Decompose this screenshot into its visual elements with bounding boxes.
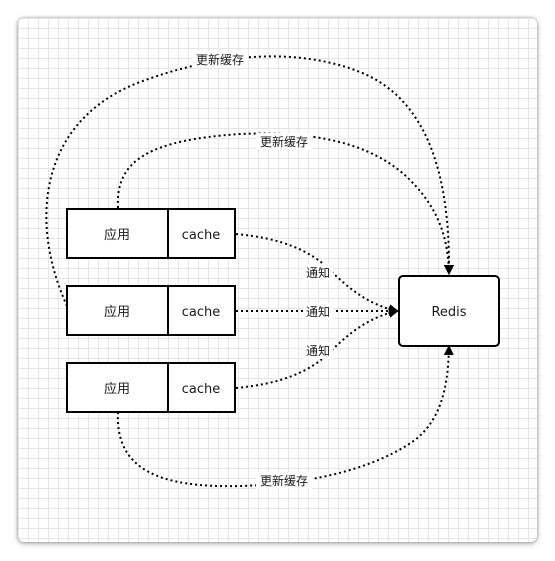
edge-label-notify-1: 通知: [306, 266, 330, 280]
cache-box-1: [167, 208, 236, 259]
edge-label-notify-3: 通知: [306, 344, 330, 358]
edge-update-outer: [45, 55, 455, 307]
edge-label-update-outer: 更新缓存: [196, 52, 244, 67]
app-box-2: [66, 285, 169, 336]
app-label-2: 应用: [104, 304, 130, 320]
edge-update-top: [116, 132, 454, 275]
app-box-3: [66, 362, 169, 413]
app-label-3: 应用: [104, 381, 130, 397]
edge-notify-1: [235, 233, 399, 315]
edge-label-notify-2: 通知: [306, 305, 330, 319]
redis-label: Redis: [431, 305, 466, 320]
app-node-3: 应用 cache: [66, 362, 236, 413]
cache-label-3: cache: [182, 382, 221, 397]
cache-label-2: cache: [182, 305, 221, 320]
app-box-1: [66, 208, 169, 259]
cache-box-2: [167, 285, 236, 336]
cache-box-3: [167, 362, 236, 413]
app-node-1: 应用 cache: [66, 208, 236, 259]
edge-notify-3: [235, 307, 399, 389]
app-label-1: 应用: [104, 227, 130, 243]
app-node-2: 应用 cache: [66, 285, 236, 336]
cache-label-1: cache: [182, 228, 221, 243]
redis-node: Redis: [398, 275, 500, 347]
edge-update-bottom: [116, 345, 454, 488]
redis-box: [398, 275, 500, 347]
edge-label-update-bottom: 更新缓存: [260, 473, 308, 488]
edge-label-update-top: 更新缓存: [260, 134, 308, 149]
